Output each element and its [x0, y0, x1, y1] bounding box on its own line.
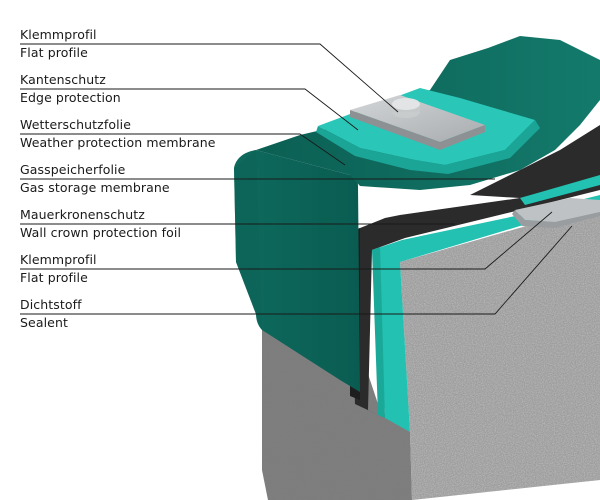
label-wall-crown-protection-foil: Mauerkronenschutz Wall crown protection …	[20, 206, 181, 242]
label-de: Dichtstoff	[20, 297, 82, 312]
leader-line-weather-membrane	[20, 133, 346, 166]
label-flat-profile-top: Klemmprofil Flat profile	[20, 26, 97, 62]
label-gas-storage-membrane: Gasspeicherfolie Gas storage membrane	[20, 161, 170, 197]
leader-line-sealent	[20, 225, 573, 315]
label-en: Flat profile	[20, 45, 88, 60]
label-en: Flat profile	[20, 270, 88, 285]
label-de: Wetterschutzfolie	[20, 117, 132, 132]
label-sealent: Dichtstoff Sealent	[20, 296, 82, 332]
label-flat-profile-lower: Klemmprofil Flat profile	[20, 251, 97, 287]
label-de: Klemmprofil	[20, 27, 97, 42]
label-de: Kantenschutz	[20, 72, 106, 87]
label-weather-protection-membrane: Wetterschutzfolie Weather protection mem…	[20, 116, 216, 152]
leader-lines	[20, 43, 573, 315]
label-en: Wall crown protection foil	[20, 225, 182, 240]
label-en: Gas storage membrane	[20, 180, 170, 195]
label-de: Gasspeicherfolie	[20, 162, 126, 177]
flat-profile-top-shape	[350, 95, 485, 150]
label-de: Mauerkronenschutz	[20, 207, 145, 222]
label-en: Edge protection	[20, 90, 121, 105]
label-en: Sealent	[20, 315, 68, 330]
leader-line-edge-protection	[20, 88, 359, 131]
label-de: Klemmprofil	[20, 252, 97, 267]
leader-line-flat-profile-lower	[20, 211, 553, 270]
label-edge-protection: Kantenschutz Edge protection	[20, 71, 121, 107]
label-en: Weather protection membrane	[20, 135, 216, 150]
weather-membrane-front-wrap	[234, 150, 360, 392]
flat-profile-lower-shape	[512, 198, 600, 228]
leader-line-flat-profile-top	[20, 43, 399, 113]
concrete-side-face	[400, 205, 600, 500]
wall-crown-protection-foil-shape	[372, 195, 600, 432]
